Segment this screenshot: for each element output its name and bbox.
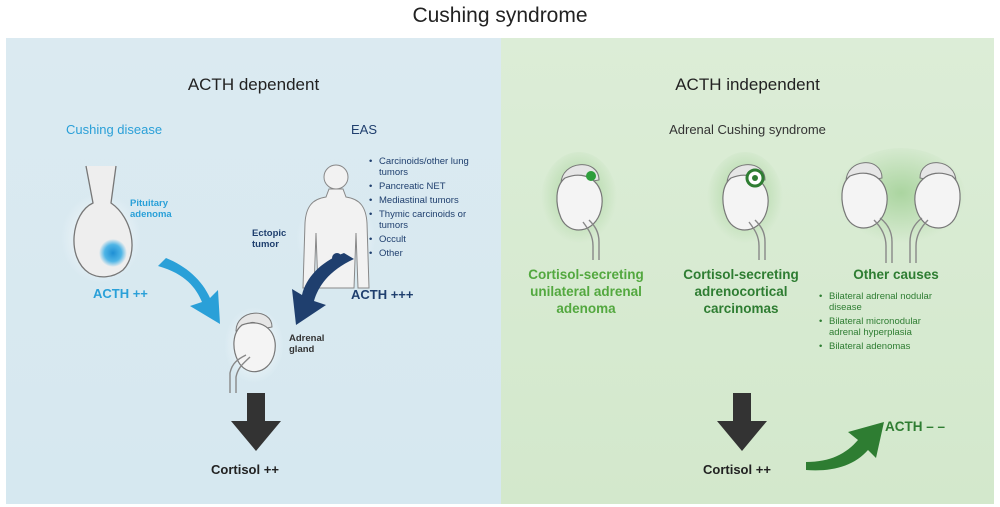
body-silhouette-icon <box>296 164 376 289</box>
pituitary-adenoma-label: Pituitary adenoma <box>130 198 172 220</box>
eas-cause-item: Pancreatic NET <box>369 181 479 192</box>
cause-adrenocortical-carcinoma: Cortisol-secreting adrenocortical carcin… <box>683 267 799 316</box>
eas-cause-item: Other <box>369 248 479 259</box>
acth-dependent-panel: ACTH dependent Cushing disease EAS Pitui… <box>6 38 501 504</box>
cause-other: Other causes <box>853 267 939 282</box>
other-cause-item: Bilateral adenomas <box>819 341 939 352</box>
eas-label: EAS <box>351 122 378 137</box>
acth-independent-panel: ACTH independent Adrenal Cushing syndrom… <box>501 38 994 504</box>
diagram-title: Cushing syndrome <box>412 4 588 27</box>
adrenal-gland-icon <box>541 152 617 260</box>
other-causes-list: Bilateral adrenal nodular disease Bilate… <box>819 291 939 355</box>
acth-minus-label: ACTH – – <box>885 419 946 434</box>
curved-arrow-icon <box>292 253 354 325</box>
curved-arrow-icon <box>806 422 884 471</box>
cause-unilateral-adenoma: Cortisol-secreting unilateral adrenal ad… <box>528 267 644 316</box>
eas-cause-list: Carcinoids/other lung tumors Pancreatic … <box>369 156 479 262</box>
cortisol-label: Cortisol ++ <box>211 462 279 477</box>
eas-cause-item: Thymic carcinoids or tumors <box>369 209 479 231</box>
down-arrow-icon <box>231 393 281 451</box>
other-cause-item: Bilateral adrenal nodular disease <box>819 291 939 313</box>
ectopic-tumor-label: Ectopic tumor <box>252 228 287 250</box>
cortisol-label: Cortisol ++ <box>703 462 771 477</box>
adrenal-cushing-subheading: Adrenal Cushing syndrome <box>669 122 826 137</box>
adrenal-gland-icon <box>707 152 783 260</box>
acth-dependent-heading: ACTH dependent <box>187 75 320 94</box>
eas-cause-item: Carcinoids/other lung tumors <box>369 156 479 178</box>
other-cause-item: Bilateral micronodular adrenal hyperplas… <box>819 316 939 338</box>
acth-independent-heading: ACTH independent <box>675 75 820 94</box>
pituitary-icon <box>61 165 141 283</box>
adrenal-gland-label: Adrenal gland <box>289 333 325 355</box>
eas-cause-item: Mediastinal tumors <box>369 195 479 206</box>
adrenal-gland-icon <box>224 307 284 393</box>
eas-cause-item: Occult <box>369 234 479 245</box>
adrenal-gland-icon <box>836 148 966 263</box>
acth-plus-plus-label: ACTH ++ <box>93 286 148 301</box>
down-arrow-icon <box>717 393 767 451</box>
cushing-disease-label: Cushing disease <box>66 122 163 137</box>
acth-plus-plus-plus-label: ACTH +++ <box>351 287 414 302</box>
curved-arrow-icon <box>158 258 220 324</box>
